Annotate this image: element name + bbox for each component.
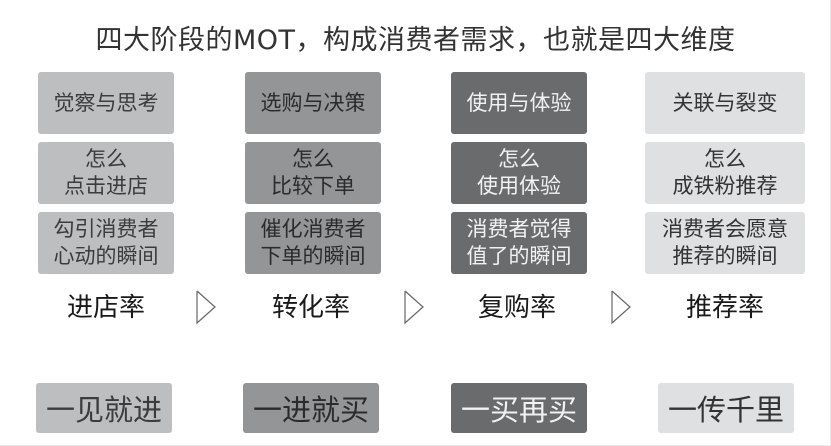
stage4-phase: 关联与裂变 bbox=[645, 72, 805, 134]
stage4-metric: 推荐率 bbox=[685, 293, 764, 323]
stage2-moment: 催化消费者 下单的瞬间 bbox=[245, 212, 381, 274]
stage1-phase: 觉察与思考 bbox=[38, 72, 174, 134]
chevron-right-icon bbox=[611, 290, 631, 325]
stage1-metric: 进店率 bbox=[66, 293, 145, 323]
stage4-how: 怎么 成铁粉推荐 bbox=[645, 142, 805, 204]
stage3-how: 怎么 使用体验 bbox=[451, 142, 587, 204]
stage2-how: 怎么 比较下单 bbox=[245, 142, 381, 204]
stage2-slogan: 一进就买 bbox=[243, 383, 379, 433]
stage2-metric: 转化率 bbox=[271, 293, 350, 323]
stage1-slogan: 一见就进 bbox=[36, 383, 172, 433]
stage4-slogan: 一传千里 bbox=[658, 383, 794, 433]
stage3-phase: 使用与体验 bbox=[451, 72, 587, 134]
chevron-right-icon bbox=[404, 290, 424, 325]
stage1-moment: 勾引消费者 心动的瞬间 bbox=[38, 212, 174, 274]
diagram-title: 四大阶段的MOT，构成消费者需求，也就是四大维度 bbox=[95, 25, 736, 56]
stage3-moment: 消费者觉得 值了的瞬间 bbox=[451, 212, 587, 274]
stage3-slogan: 一买再买 bbox=[451, 383, 587, 433]
stage4-moment: 消费者会愿意 推荐的瞬间 bbox=[645, 212, 805, 274]
stage1-how: 怎么 点击进店 bbox=[38, 142, 174, 204]
stage2-phase: 选购与决策 bbox=[245, 72, 381, 134]
stage3-metric: 复购率 bbox=[477, 293, 556, 323]
chevron-right-icon bbox=[196, 290, 216, 325]
